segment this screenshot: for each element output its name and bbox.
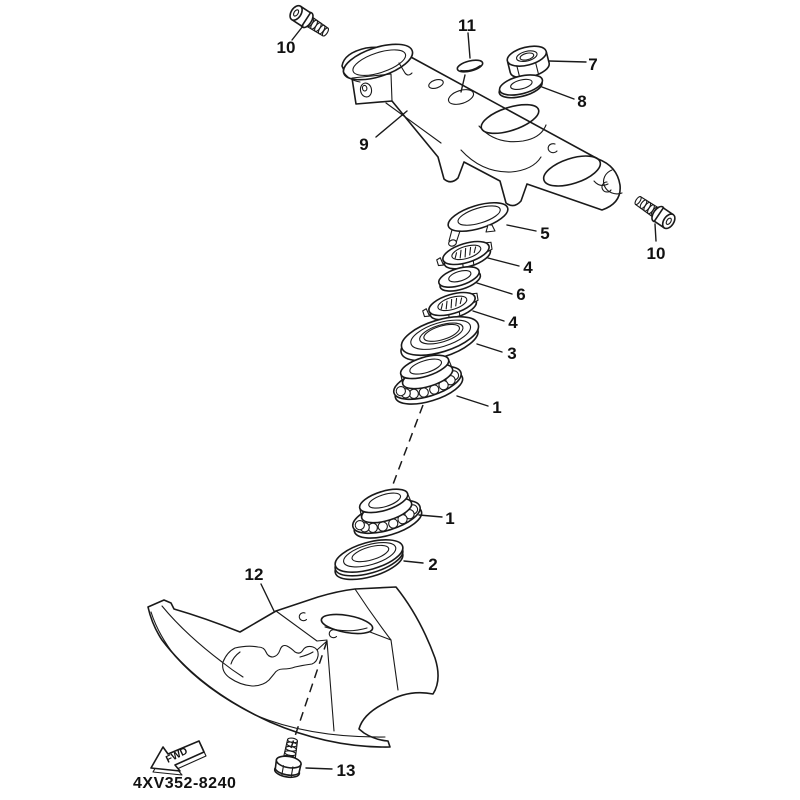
leader-1-upper <box>456 395 489 407</box>
callout-1-upper: 1 <box>492 398 501 417</box>
callout-5: 5 <box>540 224 549 243</box>
leader-11 <box>460 32 471 93</box>
leader-8 <box>541 86 575 100</box>
callout-7: 7 <box>588 55 597 74</box>
part-ring-nut-4-upper <box>436 240 493 270</box>
callout-10-right: 10 <box>647 244 666 263</box>
fwd-arrow-body <box>150 740 205 772</box>
callout-6: 6 <box>516 285 525 304</box>
part-upper-bracket-9 <box>341 43 623 211</box>
part-seal-2 <box>334 539 404 581</box>
leader-12 <box>260 583 275 612</box>
part-washer-8 <box>498 74 544 99</box>
leader-10-right <box>654 223 657 242</box>
callout-1-lower: 1 <box>445 509 454 528</box>
leader-3 <box>476 343 503 353</box>
leader-6 <box>476 282 513 295</box>
leader-7 <box>548 60 587 63</box>
fwd-direction-arrow: FWD <box>150 740 207 776</box>
callout-4-upper: 4 <box>523 258 533 277</box>
part-ring-nut-4-lower <box>422 291 479 321</box>
assembly-axis-dashed-line <box>391 404 424 488</box>
leader-5 <box>506 224 537 232</box>
callout-labels: 10 11 7 8 9 10 5 4 6 4 3 1 1 2 12 13 <box>245 16 666 780</box>
callout-3: 3 <box>507 344 516 363</box>
callout-10-left: 10 <box>277 38 296 57</box>
part-lock-washer-5 <box>447 201 509 247</box>
bolt-13-dashed-line <box>290 640 328 749</box>
callout-12: 12 <box>245 565 264 584</box>
part-washer-6 <box>437 266 482 292</box>
figure-code: 4XV352-8240 <box>133 775 236 792</box>
part-bolt-13 <box>273 737 302 779</box>
callout-8: 8 <box>577 92 586 111</box>
callout-2: 2 <box>428 555 437 574</box>
part-bearing-1-lower <box>351 488 423 539</box>
part-bearing-1-upper <box>392 354 464 405</box>
leader-10-left <box>291 25 304 41</box>
leader-2 <box>403 560 424 564</box>
leader-4-lower <box>472 310 505 322</box>
part-bolt-10-left <box>289 4 330 37</box>
leader-1-lower <box>418 514 443 518</box>
leader-13 <box>305 767 333 770</box>
part-bearing-cover-3 <box>400 315 480 362</box>
callout-13: 13 <box>337 761 356 780</box>
callout-4-lower: 4 <box>508 313 518 332</box>
part-washer-11 <box>456 59 484 73</box>
part-fender-cover-12 <box>147 586 439 748</box>
leader-lines <box>260 25 657 770</box>
leader-9 <box>375 110 408 138</box>
part-bolt-10-right <box>634 196 676 230</box>
callout-9: 9 <box>359 135 368 154</box>
callout-11: 11 <box>458 16 476 35</box>
leader-4-upper <box>487 257 520 267</box>
